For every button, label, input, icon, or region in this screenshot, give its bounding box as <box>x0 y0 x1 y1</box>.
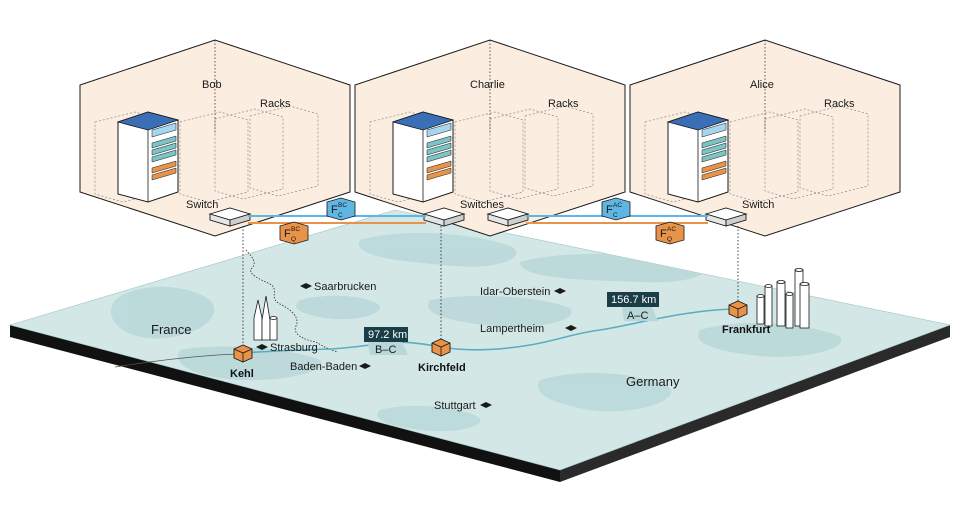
racks-label-charlie: Racks <box>548 98 579 110</box>
switch-label-alice: Switch <box>742 199 774 211</box>
site-name-charlie: Charlie <box>470 79 505 91</box>
segment-label-ac: A–C <box>627 310 648 322</box>
badge-ac-quantum: F AC Q <box>655 221 685 245</box>
city-strasburg: Strasburg <box>270 342 318 354</box>
site-bob: Bob Racks Switch <box>79 39 351 237</box>
svg-text:C: C <box>613 212 618 219</box>
node-label-kehl: Kehl <box>230 368 254 380</box>
switch-label-charlie: Switches <box>460 199 505 211</box>
fiber-kirchfeld-frankfurt <box>440 308 739 351</box>
svg-text:F: F <box>660 228 667 240</box>
empty-racks-alice <box>644 105 869 203</box>
node-kehl <box>233 344 253 363</box>
svg-text:F: F <box>606 204 613 216</box>
city-markers <box>256 283 577 408</box>
drop-lines <box>242 226 739 346</box>
rack-alice <box>666 111 730 203</box>
empty-racks-charlie <box>369 105 594 203</box>
map-front-right-edge <box>560 325 950 482</box>
badge-ac-classical: F AC C <box>601 197 631 221</box>
distance-bc: 97.2 km <box>368 329 407 341</box>
map-surface <box>8 209 952 471</box>
map-borders <box>114 249 739 368</box>
french-border-line <box>245 249 339 353</box>
node-kirchfeld <box>431 338 451 357</box>
west-border-line <box>114 353 241 368</box>
country-germany: Germany <box>626 374 680 389</box>
segment-bc: 97.2 km B–C <box>364 327 408 356</box>
city-lampertheim: Lampertheim <box>480 323 544 335</box>
city-baden-baden: Baden-Baden <box>290 361 357 373</box>
city-idar-oberstein: Idar-Oberstein <box>480 286 550 298</box>
svg-text:F: F <box>331 204 338 216</box>
svg-text:BC: BC <box>291 226 300 233</box>
svg-text:F: F <box>284 228 291 240</box>
site-name-bob: Bob <box>202 79 222 91</box>
map-slab <box>8 209 952 482</box>
city-saarbrucken: Saarbrucken <box>314 281 376 293</box>
switch-bob <box>208 207 252 227</box>
node-label-frankfurt: Frankfurt <box>722 324 771 336</box>
city-stuttgart: Stuttgart <box>434 400 476 412</box>
site-alice: Alice Racks Switch <box>629 39 901 237</box>
rack-bob <box>116 111 180 203</box>
rack-charlie <box>391 111 455 203</box>
site-charlie: Charlie Racks Switches <box>354 39 626 237</box>
racks-label-bob: Racks <box>260 98 291 110</box>
empty-racks-bob <box>94 105 319 203</box>
frankfurt-skyline-icon <box>756 268 810 329</box>
racks-label-alice: Racks <box>824 98 855 110</box>
badge-bc-classical: F BC C <box>326 197 356 221</box>
switch-charlie-left <box>422 207 466 227</box>
node-frankfurt <box>728 300 748 319</box>
map-front-left-edge <box>10 325 560 482</box>
fiber-kehl-kirchfeld <box>242 341 442 354</box>
segment-label-bc: B–C <box>375 344 396 356</box>
switch-charlie-right <box>486 207 530 227</box>
switch-label-bob: Switch <box>186 199 218 211</box>
site-name-alice: Alice <box>750 79 774 91</box>
svg-text:Q: Q <box>667 236 672 243</box>
node-label-kirchfeld: Kirchfeld <box>418 362 466 374</box>
svg-text:Q: Q <box>291 236 296 243</box>
svg-text:AC: AC <box>667 226 676 233</box>
badge-bc-quantum: F BC Q <box>279 221 309 245</box>
country-france: France <box>151 322 191 337</box>
segment-ac: 156.7 km A–C <box>607 292 659 322</box>
svg-text:BC: BC <box>338 202 347 209</box>
map-terrain <box>111 232 842 432</box>
switch-alice <box>704 207 748 227</box>
svg-text:AC: AC <box>613 202 622 209</box>
distance-ac: 156.7 km <box>611 294 656 306</box>
strasburg-cathedral-icon <box>253 295 278 341</box>
svg-text:C: C <box>338 212 343 219</box>
